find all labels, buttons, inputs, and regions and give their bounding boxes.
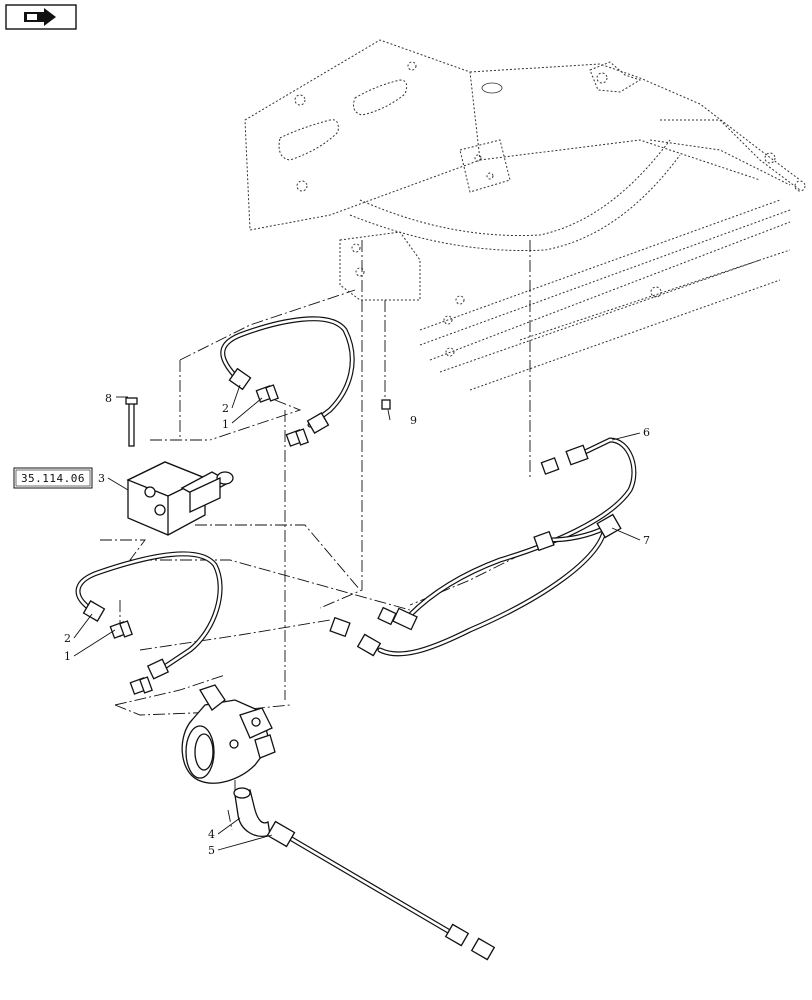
upper-hose-fitting-left bbox=[228, 367, 252, 391]
callout-7: 7 bbox=[643, 534, 650, 547]
valve-block[interactable] bbox=[126, 461, 234, 536]
upper-hose-fitting-right bbox=[306, 412, 330, 434]
reference-label: 35.114.06 bbox=[21, 472, 85, 485]
upper-loop-hose[interactable] bbox=[220, 316, 355, 434]
callouts: 8 2 1 3 2 1 4 5 6 7 9 bbox=[64, 392, 650, 857]
adapter-fitting-upper-left[interactable] bbox=[255, 384, 279, 403]
callout-5: 5 bbox=[208, 844, 215, 857]
callout-4: 4 bbox=[208, 828, 215, 841]
callout-3: 3 bbox=[98, 472, 105, 485]
long-hose[interactable] bbox=[377, 437, 637, 631]
plug-fitting[interactable] bbox=[381, 399, 391, 410]
callout-2-upper: 2 bbox=[222, 402, 229, 415]
nav-button[interactable] bbox=[5, 4, 77, 30]
alignment-lines bbox=[100, 240, 541, 831]
machine-frame-ghost bbox=[244, 39, 806, 391]
adapter-fitting-upper-right[interactable] bbox=[285, 428, 309, 447]
callout-6: 6 bbox=[643, 426, 650, 439]
callout-2-lower: 2 bbox=[64, 632, 71, 645]
reference-box[interactable]: 35.114.06 bbox=[13, 467, 93, 489]
return-hose[interactable] bbox=[329, 513, 622, 657]
hydraulic-pump[interactable] bbox=[181, 684, 276, 784]
adapter-fitting-lower-right[interactable] bbox=[129, 676, 153, 695]
callout-8: 8 bbox=[105, 392, 112, 405]
lower-loop-hose[interactable] bbox=[75, 551, 223, 680]
adapter-fitting-lower-left[interactable] bbox=[109, 620, 133, 639]
suction-hose[interactable] bbox=[266, 820, 496, 961]
callout-9: 9 bbox=[410, 414, 417, 427]
callout-1-lower: 1 bbox=[64, 650, 71, 663]
elbow-fitting[interactable] bbox=[233, 787, 271, 837]
callout-1-upper: 1 bbox=[222, 418, 229, 431]
callout-leaders bbox=[73, 384, 641, 851]
bolt[interactable] bbox=[125, 397, 138, 447]
arrow-right-icon bbox=[24, 8, 56, 26]
